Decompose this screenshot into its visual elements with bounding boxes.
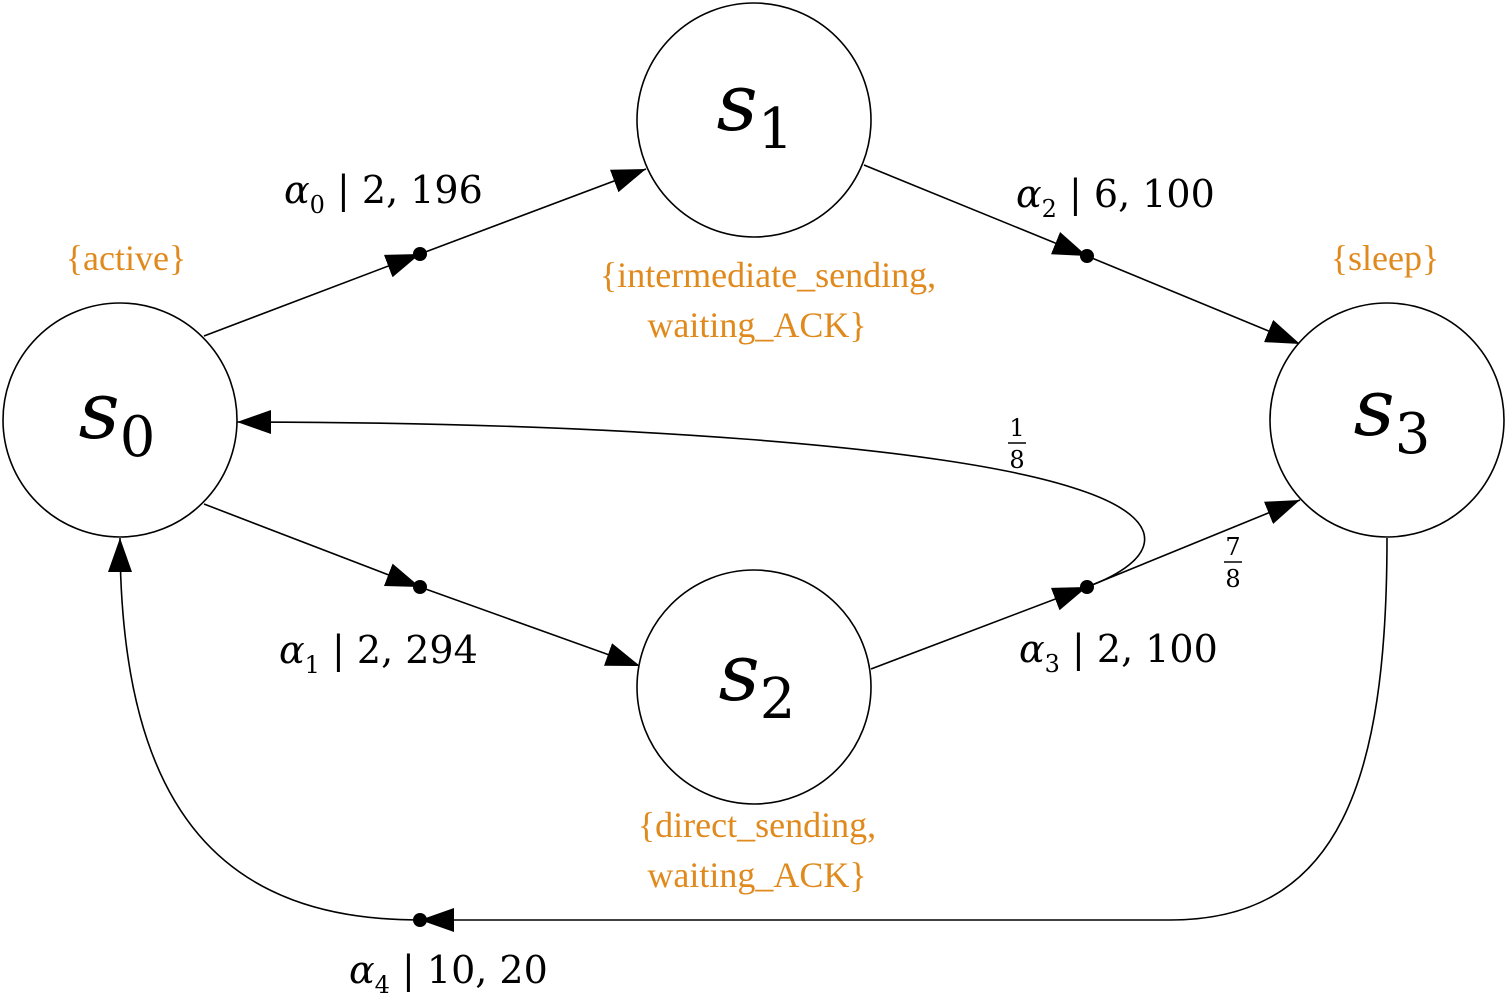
probability-a3-to-s3: 7 8 — [1224, 533, 1242, 593]
state-s3-letter: s — [1354, 361, 1395, 454]
edge-a4-to-s0 — [108, 537, 421, 921]
probability-a3-s0-numerator: 1 — [1009, 414, 1024, 442]
state-s1-index: 1 — [758, 97, 794, 162]
action-a2-index: 2 — [1042, 195, 1057, 223]
svg-text:s3: s3 — [1354, 361, 1431, 467]
action-a3-text: | 2, 100 — [1060, 627, 1218, 671]
action-a2-symbol: α — [1016, 172, 1042, 216]
probability-a3-s3-denominator: 8 — [1225, 565, 1240, 593]
svg-text:s1: s1 — [717, 56, 794, 162]
state-s3-index: 3 — [1395, 402, 1431, 467]
action-a4-index: 4 — [375, 971, 390, 999]
state-s2-label-line2: waiting_ACK} — [647, 855, 866, 895]
state-s1-letter: s — [717, 56, 758, 149]
action-a0-symbol: α — [284, 168, 310, 212]
state-s1-label-line2: waiting_ACK} — [647, 305, 866, 345]
action-a4-text: | 10, 20 — [390, 948, 548, 992]
action-a1-symbol: α — [279, 628, 305, 672]
probability-a3-s0-denominator: 8 — [1009, 446, 1024, 474]
action-node-a2 — [1080, 249, 1094, 263]
action-a0-index: 0 — [310, 191, 325, 219]
state-s1: s1 — [636, 2, 872, 238]
action-node-a0 — [413, 247, 427, 261]
action-label-a1: α1 | 2, 294 — [279, 628, 478, 679]
edge-s3-to-a4 — [420, 537, 1388, 932]
action-node-a1 — [413, 580, 427, 594]
action-a3-index: 3 — [1045, 650, 1060, 678]
state-s0-letter: s — [79, 364, 120, 457]
state-s0-index: 0 — [120, 405, 156, 470]
edge-s0-to-a0 — [203, 253, 421, 337]
action-label-a0: α0 | 2, 196 — [284, 168, 483, 219]
action-label-a2: α2 | 6, 100 — [1016, 172, 1215, 223]
action-node-a4 — [413, 913, 427, 927]
action-label-a3: α3 | 2, 100 — [1019, 627, 1218, 678]
edge-a1-to-s2 — [419, 586, 641, 667]
edge-a3-to-s3 — [1086, 499, 1301, 588]
state-s3: s3 — [1269, 302, 1505, 538]
action-a1-index: 1 — [305, 651, 320, 679]
probability-a3-s3-numerator: 7 — [1225, 533, 1240, 561]
action-label-a4: α4 | 10, 20 — [349, 948, 548, 999]
state-s3-label: {sleep} — [1331, 238, 1440, 278]
edge-a3-to-s0 — [236, 410, 1146, 588]
action-a4-symbol: α — [349, 948, 375, 992]
state-s2-letter: s — [719, 626, 760, 719]
state-s2-label-line1: {direct_sending, — [638, 805, 876, 845]
state-s2-index: 2 — [760, 667, 796, 732]
edge-s0-to-a1 — [203, 503, 421, 588]
action-a0-text: | 2, 196 — [325, 168, 483, 212]
state-s2: s2 — [636, 569, 872, 805]
state-s0-label: {active} — [66, 238, 187, 278]
svg-text:s2: s2 — [719, 626, 796, 732]
edge-a0-to-s1 — [419, 168, 647, 255]
edge-s1-to-a2 — [863, 164, 1088, 257]
edge-s2-to-a3 — [870, 586, 1088, 670]
state-s0: s0 — [2, 302, 238, 538]
action-node-a3 — [1080, 580, 1094, 594]
edge-a2-to-s3 — [1086, 255, 1301, 345]
action-a1-text: | 2, 294 — [320, 628, 478, 672]
probability-a3-to-s0: 1 8 — [1008, 414, 1026, 474]
action-a3-symbol: α — [1019, 627, 1045, 671]
action-a2-text: | 6, 100 — [1057, 172, 1215, 216]
state-s1-label-line1: {intermediate_sending, — [600, 255, 936, 295]
svg-text:s0: s0 — [79, 364, 156, 470]
